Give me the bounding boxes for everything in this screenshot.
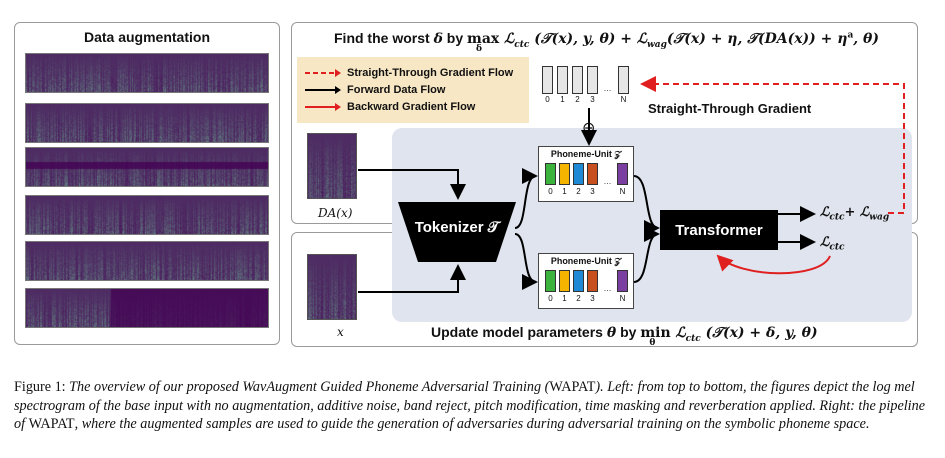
delta-index: N: [620, 95, 627, 104]
delta-index: 0: [545, 95, 550, 104]
phoneme-index: N: [619, 294, 626, 303]
delta-vector: 0 1 2 3 … N: [538, 64, 638, 108]
x-label: x: [337, 325, 344, 339]
delta-cell: [572, 66, 583, 94]
caption-text: , where the augmented samples are used t…: [74, 416, 870, 432]
loss-bottom: ℒctc: [820, 235, 845, 253]
delta-cell: [587, 66, 598, 94]
delta-ellipsis: …: [603, 84, 612, 93]
phoneme-index: 3: [590, 187, 595, 196]
caption-text: The overview of our proposed WavAugment …: [69, 379, 550, 395]
oplus-icon: ⊕: [582, 120, 596, 137]
phoneme-cell: [617, 270, 628, 292]
spectrogram-pitch: [25, 195, 269, 235]
legend-item-straight-through: Straight-Through Gradient Flow: [305, 66, 513, 80]
delta-index: 2: [575, 95, 580, 104]
phoneme-ellipsis: …: [603, 284, 612, 293]
caption-text: ). Left: from top to bottom, the figures…: [14, 379, 926, 432]
phoneme-index: 0: [548, 187, 553, 196]
caption-label: Figure 1:: [14, 379, 70, 395]
caption-wapat: WAPAT: [549, 379, 596, 395]
spectrogram-band-reject: [25, 147, 269, 187]
phoneme-cell: [559, 163, 570, 185]
spectrogram-reverb: [25, 288, 269, 328]
phoneme-unit-title: Phoneme-Unit 𝒵: [550, 149, 622, 159]
spectrogram-base: [25, 53, 269, 93]
delta-cell: [557, 66, 568, 94]
phoneme-index: 0: [548, 294, 553, 303]
spectrogram-noise: [25, 103, 269, 143]
figure-caption: Figure 1: The overview of our proposed W…: [14, 378, 934, 434]
phoneme-cell: [573, 270, 584, 292]
phoneme-unit-title: Phoneme-Unit 𝒵: [550, 256, 622, 266]
delta-index: 3: [590, 95, 595, 104]
tokenizer-shape: [398, 202, 516, 262]
delta-cell: [618, 66, 629, 94]
phoneme-ellipsis: …: [603, 177, 612, 186]
da-label: DA(x): [318, 206, 353, 220]
loss-top: ℒctc+ ℒwag: [820, 205, 890, 223]
input-spectrogram: [307, 254, 357, 320]
phoneme-cell: [617, 163, 628, 185]
phoneme-cell: [587, 270, 598, 292]
tokenizer-label: Tokenizer 𝒯: [414, 219, 500, 236]
augmented-input-spectrogram: [307, 133, 357, 199]
data-augmentation-title: Data augmentation: [83, 29, 210, 45]
phoneme-cell: [587, 163, 598, 185]
phoneme-cell: [559, 270, 570, 292]
phoneme-index: 2: [576, 294, 581, 303]
phoneme-cell: [573, 163, 584, 185]
delta-cell: [542, 66, 553, 94]
transformer-label: Transformer: [675, 221, 763, 239]
phoneme-index: N: [619, 187, 626, 196]
caption-wapat: WAPAT: [28, 416, 75, 432]
legend-item-forward: Forward Data Flow: [305, 83, 445, 97]
straight-through-label: Straight-Through Gradient: [648, 101, 812, 116]
delta-index: 1: [560, 95, 565, 104]
phoneme-cell: [545, 163, 556, 185]
transformer-block: Transformer: [660, 210, 778, 250]
phoneme-unit-bottom: Phoneme-Unit 𝒵 0 1 2 3 … N: [538, 253, 634, 309]
legend-item-backward: Backward Gradient Flow: [305, 100, 475, 114]
legend: Straight-Through Gradient Flow Forward D…: [297, 57, 529, 123]
phoneme-index: 1: [562, 294, 567, 303]
phoneme-index: 1: [562, 187, 567, 196]
phoneme-cell: [545, 270, 556, 292]
spectrogram-time-mask: [25, 241, 269, 281]
phoneme-index: 2: [576, 187, 581, 196]
phoneme-unit-top: Phoneme-Unit 𝒵 0 1 2 3 … N: [538, 146, 634, 202]
phoneme-index: 3: [590, 294, 595, 303]
data-augmentation-panel: Data augmentation: [14, 22, 280, 345]
